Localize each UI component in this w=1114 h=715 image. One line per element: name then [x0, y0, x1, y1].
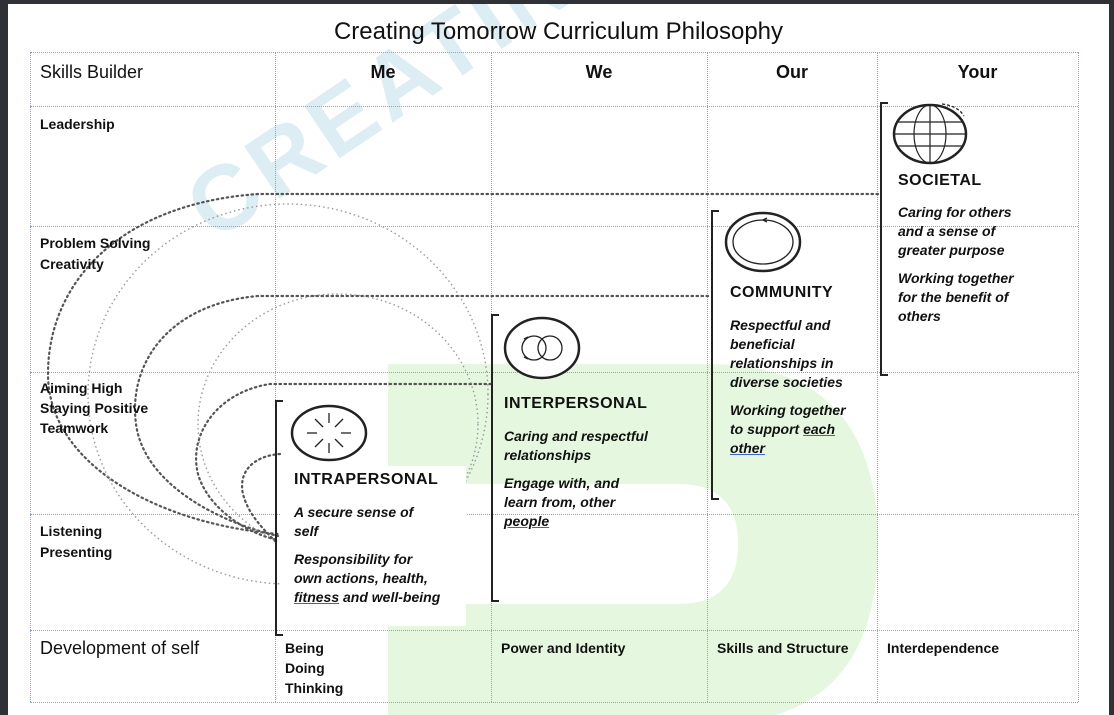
header-your: Your	[957, 62, 998, 82]
societal-line: others	[898, 308, 941, 324]
row-label-problem-solving: Problem Solving	[40, 235, 151, 251]
grid-line	[707, 52, 708, 702]
header-we: We	[585, 62, 613, 82]
grid-line	[30, 514, 1078, 515]
societal-line: Caring for others	[898, 204, 1012, 220]
intrapersonal-panel	[280, 466, 466, 626]
watermark-shape	[388, 364, 878, 715]
underlined-word: fitness	[294, 589, 340, 605]
interpersonal-title: INTERPERSONAL	[504, 395, 648, 412]
development-me-item: Thinking	[285, 680, 344, 696]
row-label-development: Development of self	[40, 638, 200, 658]
development-me-item: Doing	[285, 660, 325, 676]
development-we: Power and Identity	[501, 640, 626, 656]
underlined-word: people	[504, 513, 550, 529]
interpersonal-line: Caring and respectful	[504, 428, 648, 444]
community-title: COMMUNITY	[730, 284, 834, 301]
interpersonal-line: learn from, other	[504, 494, 616, 510]
intrapersonal-line: and well-being	[339, 589, 441, 605]
intrapersonal-title: INTRAPERSONAL	[294, 471, 439, 488]
row-label-listening: Listening	[40, 523, 103, 539]
underlined-word: other	[730, 440, 765, 456]
development-me: Being Doing Thinking	[285, 638, 343, 698]
interpersonal-line: relationships	[504, 447, 592, 463]
grid-line	[30, 630, 1078, 631]
interpersonal-line: Engage with, and	[504, 475, 620, 491]
row-label-aiming-high: Aiming High	[40, 380, 123, 396]
row-label-leadership: Leadership	[40, 116, 115, 132]
societal-title: SOCIETAL	[898, 172, 982, 189]
intrapersonal-text: A secure sense of self Responsibility for…	[294, 503, 472, 616]
grid-line	[30, 106, 1078, 107]
community-line: relationships in	[730, 355, 834, 371]
page-title: Creating Tomorrow Curriculum Philosophy	[333, 18, 784, 45]
development-your: Interdependence	[887, 640, 1000, 656]
grid-line	[30, 702, 1078, 703]
grid-line	[30, 226, 1078, 227]
cycle-circle-icon	[724, 211, 802, 273]
underlined-word: each	[803, 421, 836, 437]
globe-icon	[892, 103, 968, 165]
intrapersonal-line: A secure sense of	[294, 504, 414, 520]
societal-line: and a sense of	[898, 223, 996, 239]
societal-line: Working together	[898, 270, 1014, 286]
row-label-staying-positive: Staying Positive	[40, 400, 149, 416]
row-label-presenting: Presenting	[40, 544, 113, 560]
development-our: Skills and Structure	[717, 640, 849, 656]
community-line: to support	[730, 421, 804, 437]
intrapersonal-bracket	[275, 400, 283, 636]
grid-line	[1078, 52, 1079, 702]
societal-line: greater purpose	[898, 242, 1005, 258]
grid-line	[30, 52, 31, 702]
community-line: diverse societies	[730, 374, 843, 390]
grid-line	[275, 52, 276, 702]
community-line: beneficial	[730, 336, 795, 352]
societal-text: Caring for others and a sense of greater p…	[898, 203, 1073, 335]
header-our: Our	[775, 62, 808, 82]
community-bracket	[711, 210, 719, 500]
inward-arrows-circle-icon	[290, 404, 368, 462]
intrapersonal-line: self	[294, 523, 319, 539]
interpersonal-text: Caring and respectful relationships Engag…	[504, 427, 694, 540]
header-me: Me	[370, 62, 396, 82]
interlocking-circles-icon	[503, 316, 581, 380]
grid-line	[877, 52, 878, 702]
row-label-teamwork: Teamwork	[40, 420, 109, 436]
community-text: Respectful and beneficial relationships in…	[730, 316, 870, 467]
curriculum-page: CREATING TOMORROW Creating Tomorrow Curr…	[8, 4, 1109, 715]
intrapersonal-line: Responsibility for	[294, 551, 413, 567]
development-me-item: Being	[285, 640, 324, 656]
intrapersonal-line: own actions, health,	[294, 570, 428, 586]
header-skills-builder: Skills Builder	[40, 62, 144, 82]
community-line: Respectful and	[730, 317, 831, 333]
community-line: Working together	[730, 402, 846, 418]
row-label-creativity: Creativity	[40, 256, 104, 272]
grid-line	[30, 52, 1078, 53]
interpersonal-bracket	[491, 314, 499, 602]
societal-line: for the benefit of	[898, 289, 1009, 305]
societal-bracket	[880, 102, 888, 376]
